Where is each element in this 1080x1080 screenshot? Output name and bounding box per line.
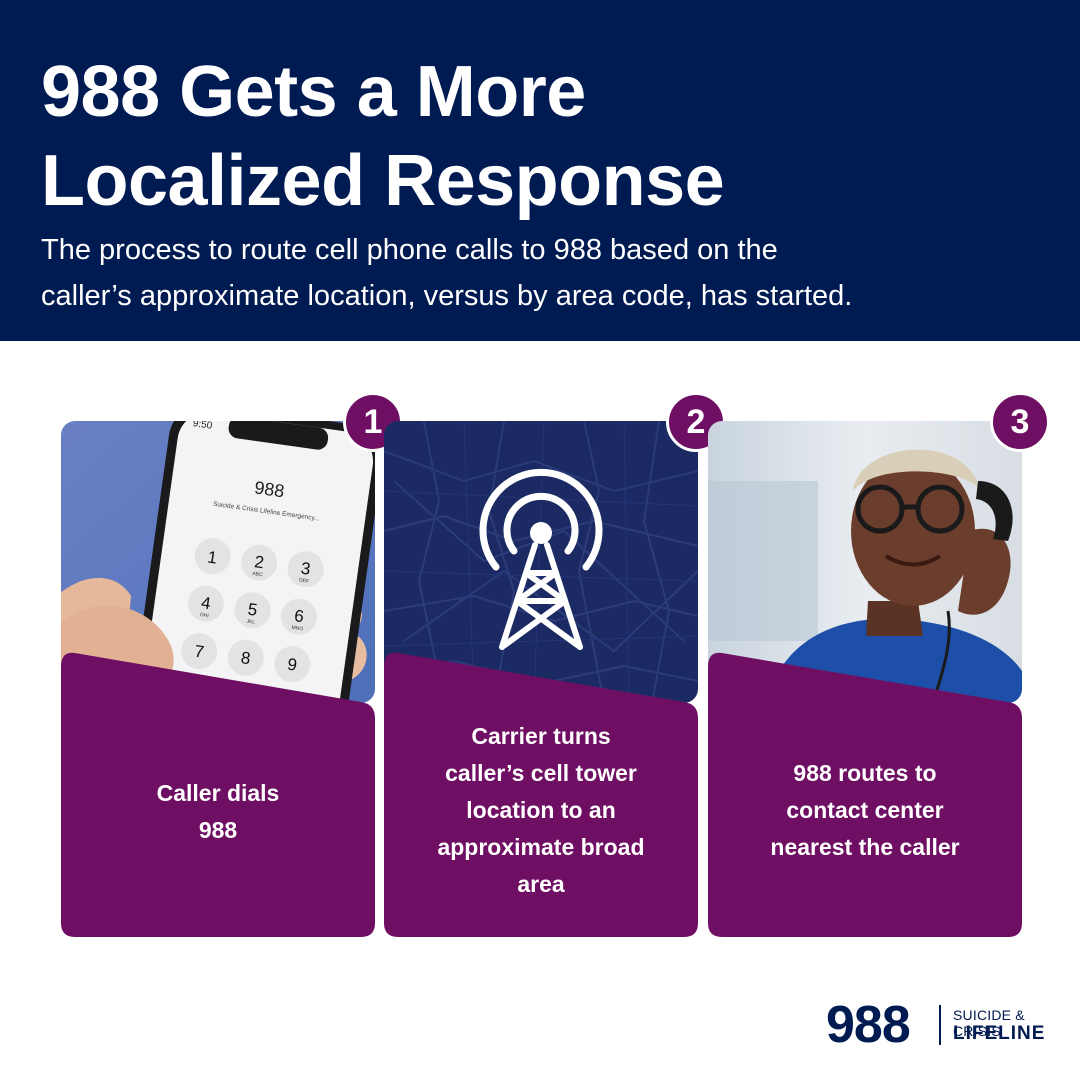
key-3: 3 bbox=[300, 559, 312, 579]
subtitle-line-2: caller’s approximate location, versus by… bbox=[41, 280, 853, 312]
key-4: 4 bbox=[200, 593, 212, 613]
step-card-1: 9:50 988 Suicide & Crisis Lifeline Emerg… bbox=[61, 392, 403, 937]
key-8: 8 bbox=[240, 648, 252, 668]
page-title: 988 Gets a More Localized Response bbox=[41, 48, 1041, 226]
step-card-3: 988 routes to contact center nearest the… bbox=[708, 392, 1050, 937]
logo-line-1: SUICIDE & CRISIS bbox=[953, 1007, 1025, 1039]
step-text-1: Caller dials 988 bbox=[156, 780, 280, 843]
title-line-1: 988 Gets a More bbox=[41, 52, 586, 132]
step-panel-1: Caller dials 988 bbox=[61, 421, 375, 937]
step-text-2: Carrier turns caller’s cell tower locati… bbox=[437, 723, 645, 897]
subtitle-line-1: The process to route cell phone calls to… bbox=[41, 234, 778, 266]
key-9: 9 bbox=[286, 655, 298, 675]
key-2: 2 bbox=[253, 552, 265, 572]
phone-dialed-number: 988 bbox=[253, 477, 286, 501]
phone-keypad: 1 2 ABC 3 DEF 4 GHI 5 JKL 6 MNO 7 8 9 bbox=[181, 538, 324, 683]
logo-number: 988 bbox=[826, 996, 911, 1054]
key-5: 5 bbox=[247, 600, 259, 620]
step-card-2: Carrier turns caller’s cell tower locati… bbox=[384, 392, 726, 937]
key-3-letters: DEF bbox=[299, 577, 310, 584]
key-2-letters: ABC bbox=[252, 571, 263, 578]
key-6: 6 bbox=[293, 606, 305, 626]
key-5-letters: JKL bbox=[246, 619, 256, 626]
key-6-letters: MNO bbox=[291, 625, 303, 633]
key-7: 7 bbox=[193, 642, 205, 662]
phone-time: 9:50 bbox=[192, 421, 213, 432]
phone-dialing-image: 9:50 988 Suicide & Crisis Lifeline Emerg… bbox=[61, 421, 375, 703]
key-4-letters: GHI bbox=[199, 612, 209, 619]
logo-line-2: LIFELINE bbox=[953, 1023, 1046, 1044]
step-panel-2: Carrier turns caller’s cell tower locati… bbox=[384, 421, 698, 937]
step-panel-3: 988 routes to contact center nearest the… bbox=[708, 421, 1022, 937]
page-subtitle: The process to route cell phone calls to… bbox=[41, 227, 1061, 319]
key-1: 1 bbox=[206, 548, 218, 568]
cell-tower-icon bbox=[468, 463, 614, 653]
header-banner: 988 Gets a More Localized Response The p… bbox=[0, 0, 1080, 341]
title-line-2: Localized Response bbox=[41, 141, 725, 221]
logo-divider bbox=[939, 1005, 941, 1045]
lifeline-logo: 988 SUICIDE & CRISIS LIFELINE bbox=[826, 996, 1056, 1054]
step-number-badge-3: 3 bbox=[990, 392, 1050, 452]
step-text-3: 988 routes to contact center nearest the… bbox=[770, 760, 960, 860]
map-background-image bbox=[384, 421, 698, 703]
